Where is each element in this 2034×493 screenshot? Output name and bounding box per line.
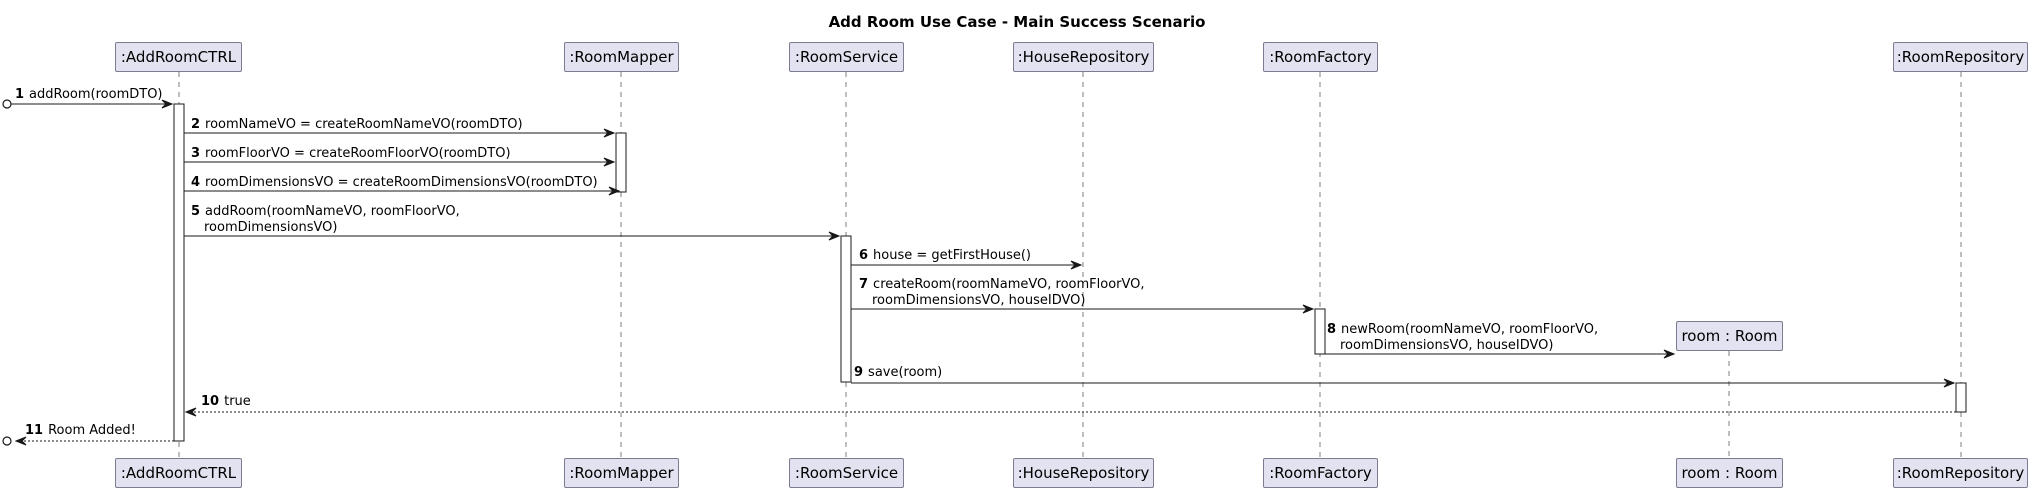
message-label: addRoom(roomNameVO, roomFloorVO,: [205, 204, 460, 219]
message-number: 7: [859, 277, 869, 292]
message-number: 3: [191, 146, 201, 161]
participant-houserepository-bottom: :HouseRepository: [1013, 458, 1154, 488]
arrowhead-11: [14, 436, 27, 446]
activation-roomrepository: [1955, 382, 1967, 413]
participant-addroomctrl-top: :AddRoomCTRL: [115, 42, 242, 72]
message-number: 1: [15, 87, 25, 102]
participant-room-bottom: room : Room: [1676, 458, 1783, 488]
participant-roomrepository-top: :RoomRepository: [1893, 42, 2028, 72]
message-number: 8: [1327, 322, 1337, 337]
participant-houserepository-top: :HouseRepository: [1013, 42, 1154, 72]
message-label: newRoom(roomNameVO, roomFloorVO,: [1341, 322, 1599, 337]
message-10: 10 true: [201, 394, 251, 410]
message-label: createRoom(roomNameVO, roomFloorVO,: [873, 277, 1145, 292]
message-8: 8 newRoom(roomNameVO, roomFloorVO,roomDim…: [1327, 322, 1598, 354]
message-label: Room Added!: [48, 423, 136, 438]
arrowhead-7: [1302, 304, 1315, 314]
arrowhead-4: [608, 186, 621, 196]
message-label: true: [224, 394, 251, 409]
message-label: roomFloorVO = createRoomFloorVO(roomDTO): [205, 146, 511, 161]
activation-roomservice: [840, 235, 852, 383]
message-11: 11 Room Added!: [25, 423, 136, 439]
participant-roomservice-bottom: :RoomService: [789, 458, 904, 488]
arrowhead-10: [184, 407, 197, 417]
arrowhead-9: [1943, 378, 1956, 388]
message-6: 6 house = getFirstHouse(): [859, 248, 1031, 264]
message-number: 11: [25, 423, 44, 438]
message-number: 6: [859, 248, 869, 263]
arrowhead-2: [603, 128, 616, 138]
message-label-cont: roomDimensionsVO, houseIDVO): [872, 293, 1086, 308]
arrowhead-6: [1070, 260, 1083, 270]
message-label: roomNameVO = createRoomNameVO(roomDTO): [205, 117, 523, 132]
message-number: 2: [191, 117, 201, 132]
message-7: 7 createRoom(roomNameVO, roomFloorVO,room…: [859, 277, 1145, 309]
participant-roomfactory-top: :RoomFactory: [1263, 42, 1378, 72]
participant-roommapper-bottom: :RoomMapper: [564, 458, 679, 488]
message-4: 4 roomDimensionsVO = createRoomDimensions…: [191, 175, 598, 191]
message-label: save(room): [868, 365, 943, 380]
arrowhead-3: [603, 157, 616, 167]
message-label-cont: roomDimensionsVO, houseIDVO): [1340, 338, 1554, 353]
message-label-cont: roomDimensionsVO): [204, 220, 338, 235]
arrowhead-8: [1663, 349, 1676, 359]
arrowhead-5: [828, 231, 841, 241]
message-9: 9 save(room): [854, 365, 942, 381]
message-3: 3 roomFloorVO = createRoomFloorVO(roomDTO…: [191, 146, 511, 162]
activation-roommapper: [615, 132, 627, 193]
arrowhead-1: [161, 99, 174, 109]
message-number: 5: [191, 204, 201, 219]
activation-addroomctrl: [173, 103, 185, 442]
participant-roomservice-top: :RoomService: [789, 42, 904, 72]
participant-roommapper-top: :RoomMapper: [564, 42, 679, 72]
activation-roomfactory: [1314, 308, 1326, 355]
message-number: 9: [854, 365, 864, 380]
message-label: roomDimensionsVO = createRoomDimensionsV…: [205, 175, 598, 190]
participant-addroomctrl-bottom: :AddRoomCTRL: [115, 458, 242, 488]
found-message-circle: [2, 99, 12, 109]
message-label: addRoom(roomDTO): [29, 87, 163, 102]
participant-roomrepository-bottom: :RoomRepository: [1893, 458, 2028, 488]
lost-message-circle: [2, 436, 12, 446]
message-number: 4: [191, 175, 201, 190]
message-5: 5 addRoom(roomNameVO, roomFloorVO,roomDim…: [191, 204, 460, 236]
message-1: 1 addRoom(roomDTO): [15, 87, 163, 103]
message-number: 10: [201, 394, 220, 409]
participant-roomfactory-bottom: :RoomFactory: [1263, 458, 1378, 488]
participant-room-created: room : Room: [1676, 321, 1783, 351]
message-2: 2 roomNameVO = createRoomNameVO(roomDTO): [191, 117, 523, 133]
message-label: house = getFirstHouse(): [873, 248, 1031, 263]
diagram-title: Add Room Use Case - Main Success Scenari…: [828, 13, 1206, 31]
